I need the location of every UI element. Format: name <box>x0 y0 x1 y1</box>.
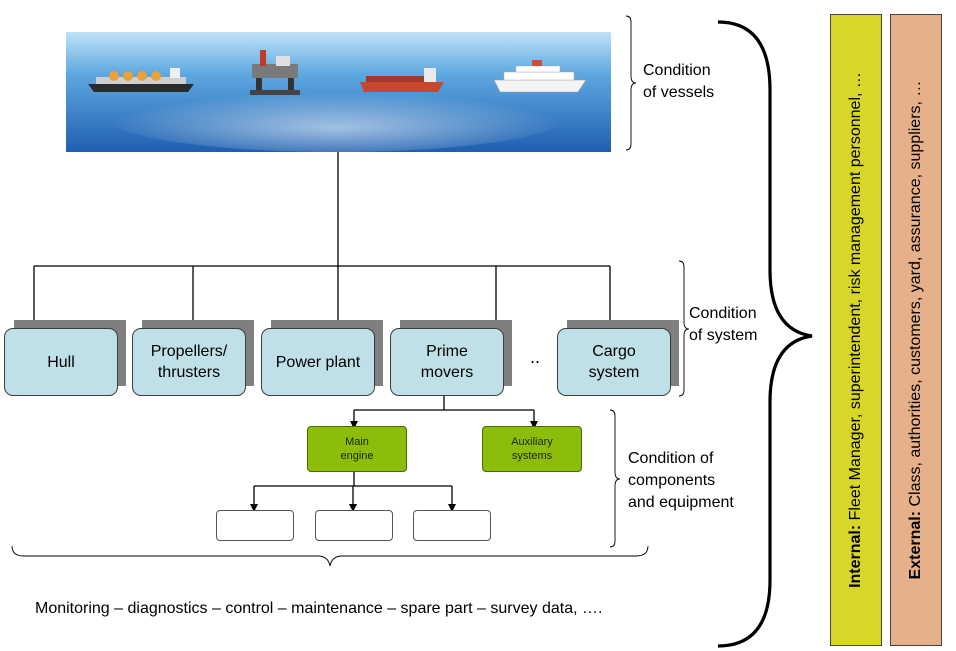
label-condition-of-vessels: Condition of vessels <box>643 62 715 101</box>
system-label: Power plant <box>275 353 361 371</box>
external-stakeholders-text: External: Class, authorities, customers,… <box>907 20 925 640</box>
internal-list: Fleet Manager, superintendent, risk mana… <box>847 72 864 525</box>
label-condition-of-system: Condition of system <box>689 305 758 344</box>
system-label: Prime movers <box>420 343 474 381</box>
equipment-box <box>413 510 491 541</box>
internal-prefix: Internal: <box>847 524 864 588</box>
lng-carrier-icon <box>88 68 194 92</box>
ellipsis: .. <box>530 347 541 367</box>
system-box-prime-movers: Prime movers <box>390 328 504 396</box>
internal-stakeholders-text: Internal: Fleet Manager, superintendent,… <box>847 20 865 640</box>
component-label: Auxiliary systems <box>511 436 553 462</box>
offshore-platform-icon <box>250 50 300 95</box>
label-condition-of-components: Condition of components and equipment <box>628 450 734 511</box>
component-box-auxiliary: Auxiliary systems <box>482 426 582 472</box>
equipment-box <box>216 510 294 541</box>
stakeholder-brace <box>717 20 813 648</box>
cruise-ship-icon <box>493 60 587 93</box>
system-label: Cargo system <box>588 343 640 381</box>
equipment-box <box>315 510 393 541</box>
data-caption: Monitoring – diagnostics – control – mai… <box>35 600 603 617</box>
vessel-photo <box>66 32 611 152</box>
system-box-propellers: Propellers/ thrusters <box>132 328 246 396</box>
system-label: Propellers/ thrusters <box>150 343 228 381</box>
system-label: Hull <box>47 353 75 371</box>
external-stakeholders-bar: External: Class, authorities, customers,… <box>890 14 942 646</box>
system-box-power-plant: Power plant <box>261 328 375 396</box>
external-prefix: External: <box>907 510 924 580</box>
system-box-hull: Hull <box>4 328 118 396</box>
component-label: Main engine <box>340 436 374 462</box>
tanker-icon <box>360 68 444 92</box>
system-box-cargo: Cargo system <box>557 328 671 396</box>
component-box-main-engine: Main engine <box>307 426 407 472</box>
internal-stakeholders-bar: Internal: Fleet Manager, superintendent,… <box>830 14 882 646</box>
external-list: Class, authorities, customers, yard, ass… <box>907 80 924 511</box>
